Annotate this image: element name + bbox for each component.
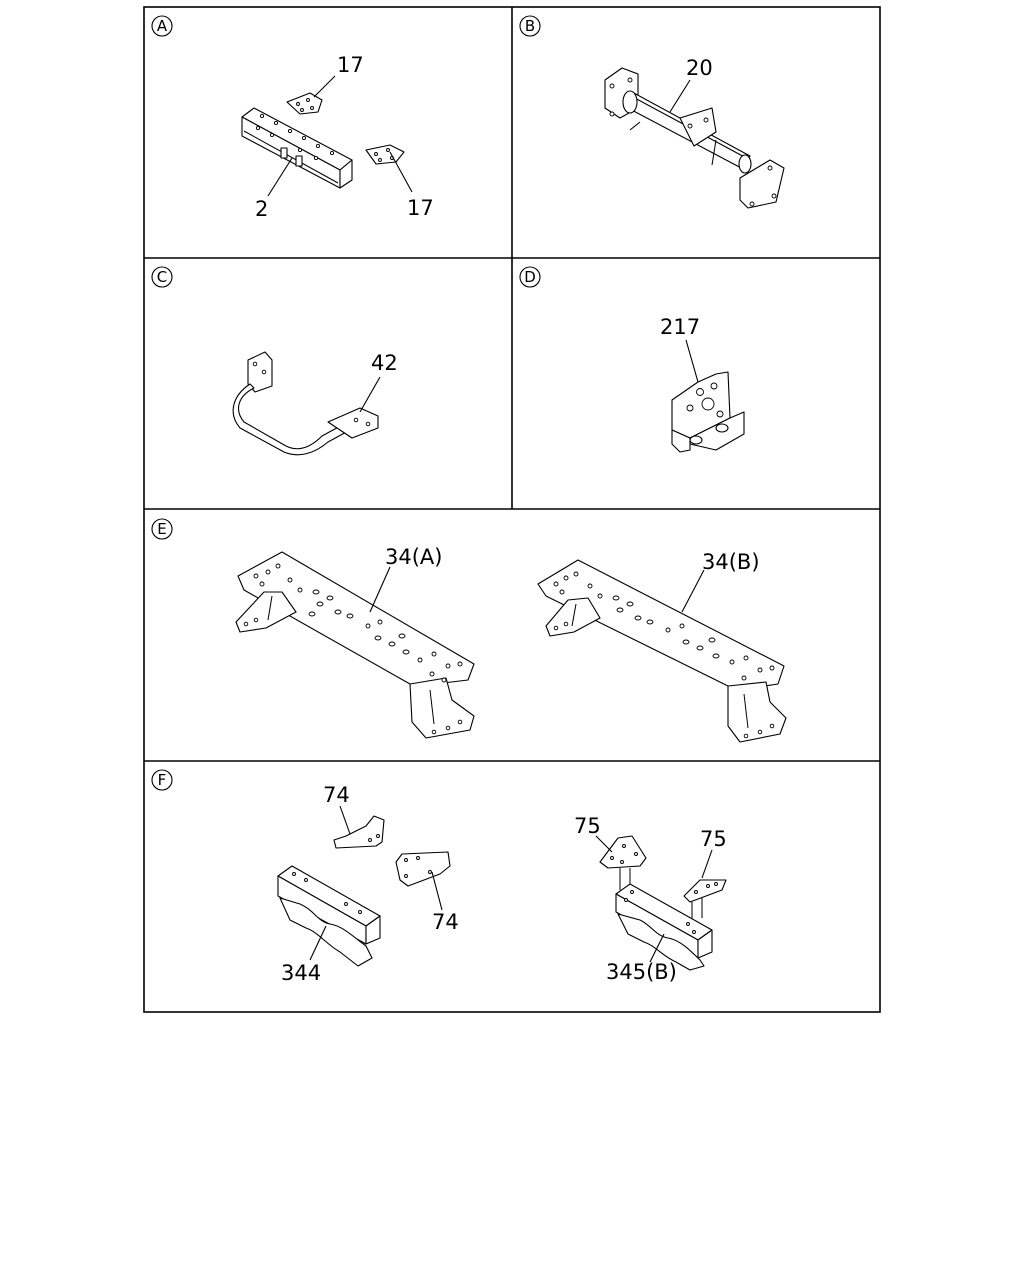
leader-75-right — [701, 849, 713, 879]
crossmember-345b-part — [615, 868, 713, 971]
leader-74-right — [431, 871, 443, 911]
svg-text:B: B — [525, 17, 535, 35]
label-42: 42 — [371, 351, 398, 375]
label-2: 2 — [255, 197, 268, 221]
label-20: 20 — [686, 56, 713, 80]
label-34a: 34(A) — [385, 545, 442, 569]
label-74-left: 74 — [323, 783, 350, 807]
section-c: C 42 — [151, 266, 398, 456]
leader-20 — [669, 79, 691, 113]
label-75-right: 75 — [700, 827, 727, 851]
leader-17-upper — [313, 75, 336, 98]
section-d: D 217 — [519, 266, 745, 453]
leader-345b — [649, 933, 665, 963]
leader-75-left — [595, 835, 613, 853]
leader-74-left — [339, 805, 351, 835]
leader-2 — [267, 157, 293, 197]
plate-17-lower-part — [365, 144, 405, 165]
plate-17-upper-part — [286, 92, 323, 115]
gusset-74-right-part — [395, 851, 451, 887]
svg-text:C: C — [157, 268, 167, 286]
leader-17-lower — [389, 151, 413, 193]
gusset-74-left-part — [333, 815, 385, 849]
section-b: B 20 — [519, 15, 785, 209]
crossmember-34b-part — [537, 559, 787, 743]
crossmember-34a-part — [235, 551, 475, 739]
gusset-75-left-part — [599, 835, 647, 869]
leader-34a — [369, 566, 391, 613]
svg-text:A: A — [157, 17, 168, 35]
section-c-marker: C — [151, 266, 173, 288]
crossmember-344-part — [277, 865, 381, 967]
label-17-upper: 17 — [337, 53, 364, 77]
leader-344 — [309, 925, 327, 961]
label-34b: 34(B) — [702, 550, 760, 574]
svg-text:F: F — [158, 771, 167, 789]
leader-42 — [359, 376, 381, 413]
section-d-marker: D — [519, 266, 541, 288]
tube-crossmember-part — [604, 67, 785, 209]
section-e: E 34(A) — [151, 518, 787, 743]
grid-frame — [143, 6, 881, 1013]
gusset-75-right-part — [683, 879, 727, 903]
label-74-right: 74 — [432, 910, 459, 934]
crossmember-bracket-part — [241, 107, 353, 189]
section-e-marker: E — [151, 518, 173, 540]
section-f-marker: F — [151, 769, 173, 791]
svg-text:D: D — [524, 268, 536, 286]
label-217: 217 — [660, 315, 700, 339]
label-344: 344 — [281, 961, 321, 985]
leader-217 — [685, 339, 699, 383]
section-a: A 17 2 17 — [151, 15, 434, 221]
svg-text:E: E — [157, 520, 166, 538]
bent-bar-part — [232, 351, 379, 456]
mount-bracket-part — [671, 371, 745, 453]
label-345b: 345(B) — [606, 960, 677, 984]
section-a-marker: A — [151, 15, 173, 37]
label-17-lower: 17 — [407, 196, 434, 220]
section-f: F 74 74 344 — [151, 769, 727, 985]
section-b-marker: B — [519, 15, 541, 37]
label-75-left: 75 — [574, 814, 601, 838]
leader-34b — [681, 569, 705, 613]
